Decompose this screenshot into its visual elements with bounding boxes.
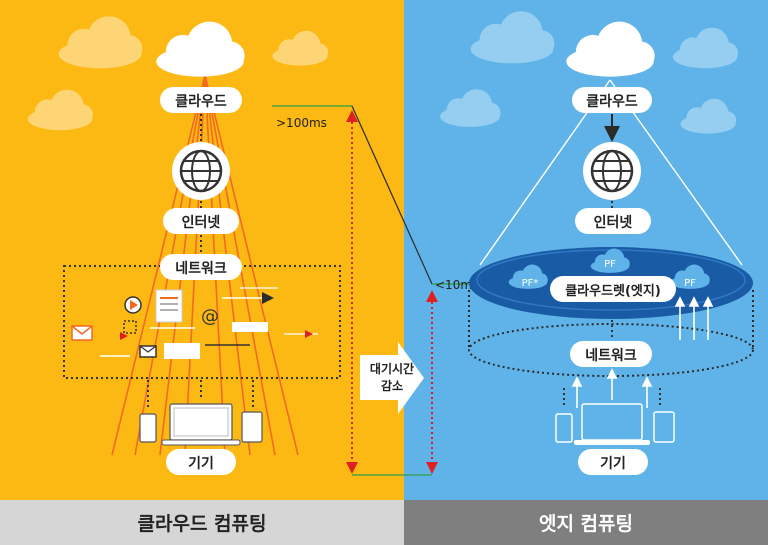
tablet-icon — [241, 411, 263, 443]
internet-label: 인터넷 — [182, 214, 221, 231]
internet-label: 인터넷 — [594, 214, 633, 231]
laptop-icon — [161, 403, 241, 446]
device-label: 기기 — [188, 456, 214, 472]
pf-label: PF — [604, 259, 616, 270]
document-icon — [155, 289, 183, 323]
at-icon: @ — [201, 306, 219, 327]
latency-slope-line — [351, 105, 433, 285]
device-connectors — [563, 388, 661, 408]
device-connectors — [147, 380, 254, 408]
network-area — [63, 265, 341, 379]
network-label: 네트워크 — [175, 261, 227, 277]
up-arrow-icon — [571, 368, 653, 408]
cloud-label: 클라우드 — [586, 94, 638, 110]
cloudlet-label-box — [550, 276, 676, 302]
internet-label-box — [163, 208, 239, 234]
phone-icon — [555, 413, 573, 443]
latency-reduction-arrow — [360, 342, 424, 414]
latency-reduction-label-1: 대기시간 — [370, 361, 414, 376]
latency-reduction-label-2: 감소 — [381, 378, 403, 393]
cloud-latency-label: >100ms — [276, 116, 327, 130]
network-ring — [468, 323, 754, 377]
network-icons: @ — [71, 287, 318, 359]
network-label-box — [160, 254, 242, 280]
edge-footer-bar — [404, 500, 768, 545]
network-label: 네트워크 — [585, 348, 637, 364]
edge-computing-footer: 엣지 컴퓨팅 — [539, 513, 633, 535]
network-label-box — [570, 341, 652, 367]
up-arrow-icon — [674, 296, 714, 340]
internet-label-box — [575, 208, 651, 234]
device-label: 기기 — [600, 456, 626, 472]
device-label-box — [166, 449, 236, 475]
laptop-icon — [574, 403, 650, 445]
cloud-computing-footer: 클라우드 컴퓨팅 — [138, 513, 267, 535]
pf-label: PF* — [522, 278, 539, 289]
message-icon — [164, 343, 200, 359]
cloud-label-box — [160, 87, 242, 113]
cloud-latency-arrow — [346, 110, 358, 474]
globe-icon — [583, 142, 641, 200]
pf-label: PF — [684, 278, 696, 289]
tablet-icon — [653, 411, 675, 443]
globe-icon — [172, 142, 230, 200]
cloud-label-box — [572, 87, 652, 113]
edge-latency-label: <10ms — [435, 278, 478, 292]
cloud-footer-bar — [0, 500, 404, 545]
cloudlet-label: 클라우드렛(엣지) — [565, 283, 661, 299]
device-label-box — [578, 449, 648, 475]
phone-icon — [139, 413, 157, 443]
edge-latency-arrow — [426, 290, 438, 474]
message-icon — [232, 322, 268, 332]
cloud-label: 클라우드 — [175, 94, 227, 110]
